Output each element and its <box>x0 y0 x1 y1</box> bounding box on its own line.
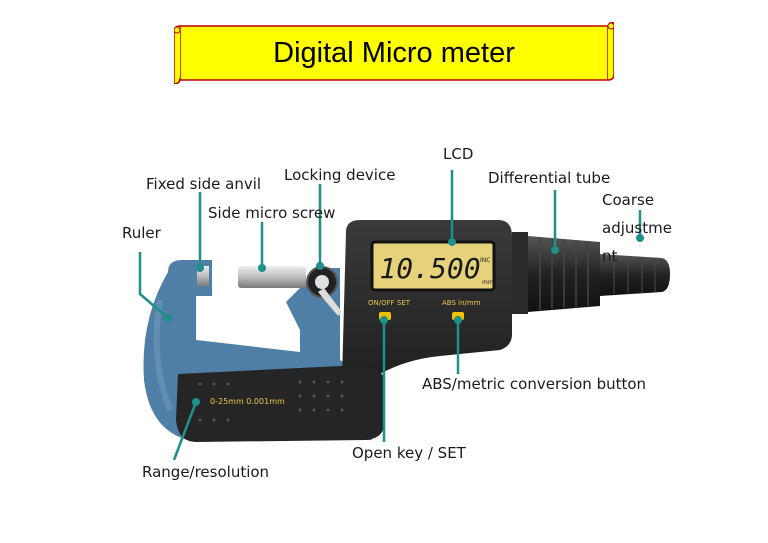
scroll-banner-shape <box>174 22 614 84</box>
on-off-set-text: ON/OFF SET <box>368 299 411 307</box>
label-locking-device: Locking device <box>284 166 396 184</box>
label-coarse-line2: adjustme <box>602 219 672 237</box>
page-title: Digital Micro meter <box>273 36 515 69</box>
lcd-reading: 10.500 <box>379 252 480 285</box>
leader-lines <box>138 170 642 461</box>
differential-tube <box>512 232 528 314</box>
label-ruler: Ruler <box>122 224 161 242</box>
lcd-inch-mark: INC <box>480 257 490 264</box>
lcd-mm-mark: mm <box>482 279 494 286</box>
label-side-micro-screw: Side micro screw <box>208 204 336 222</box>
label-fixed-side-anvil: Fixed side anvil <box>146 175 262 193</box>
coarse-knob <box>600 254 670 296</box>
title-banner: Digital Micro meter <box>174 22 614 84</box>
label-coarse-line1: Coarse <box>602 191 655 209</box>
range-text: 0-25mm 0.001mm <box>210 397 285 406</box>
spindle <box>238 266 306 288</box>
label-differential-tube: Differential tube <box>488 169 611 187</box>
label-range-resolution: Range/resolution <box>142 463 270 481</box>
label-coarse-line3: nt <box>602 247 618 265</box>
label-lcd: LCD <box>443 145 474 163</box>
abs-inmm-text: ABS in/mm <box>442 299 481 307</box>
label-open-key: Open key / SET <box>352 444 466 462</box>
label-abs-button: ABS/metric conversion button <box>422 375 647 393</box>
lcd-screen <box>370 240 496 292</box>
